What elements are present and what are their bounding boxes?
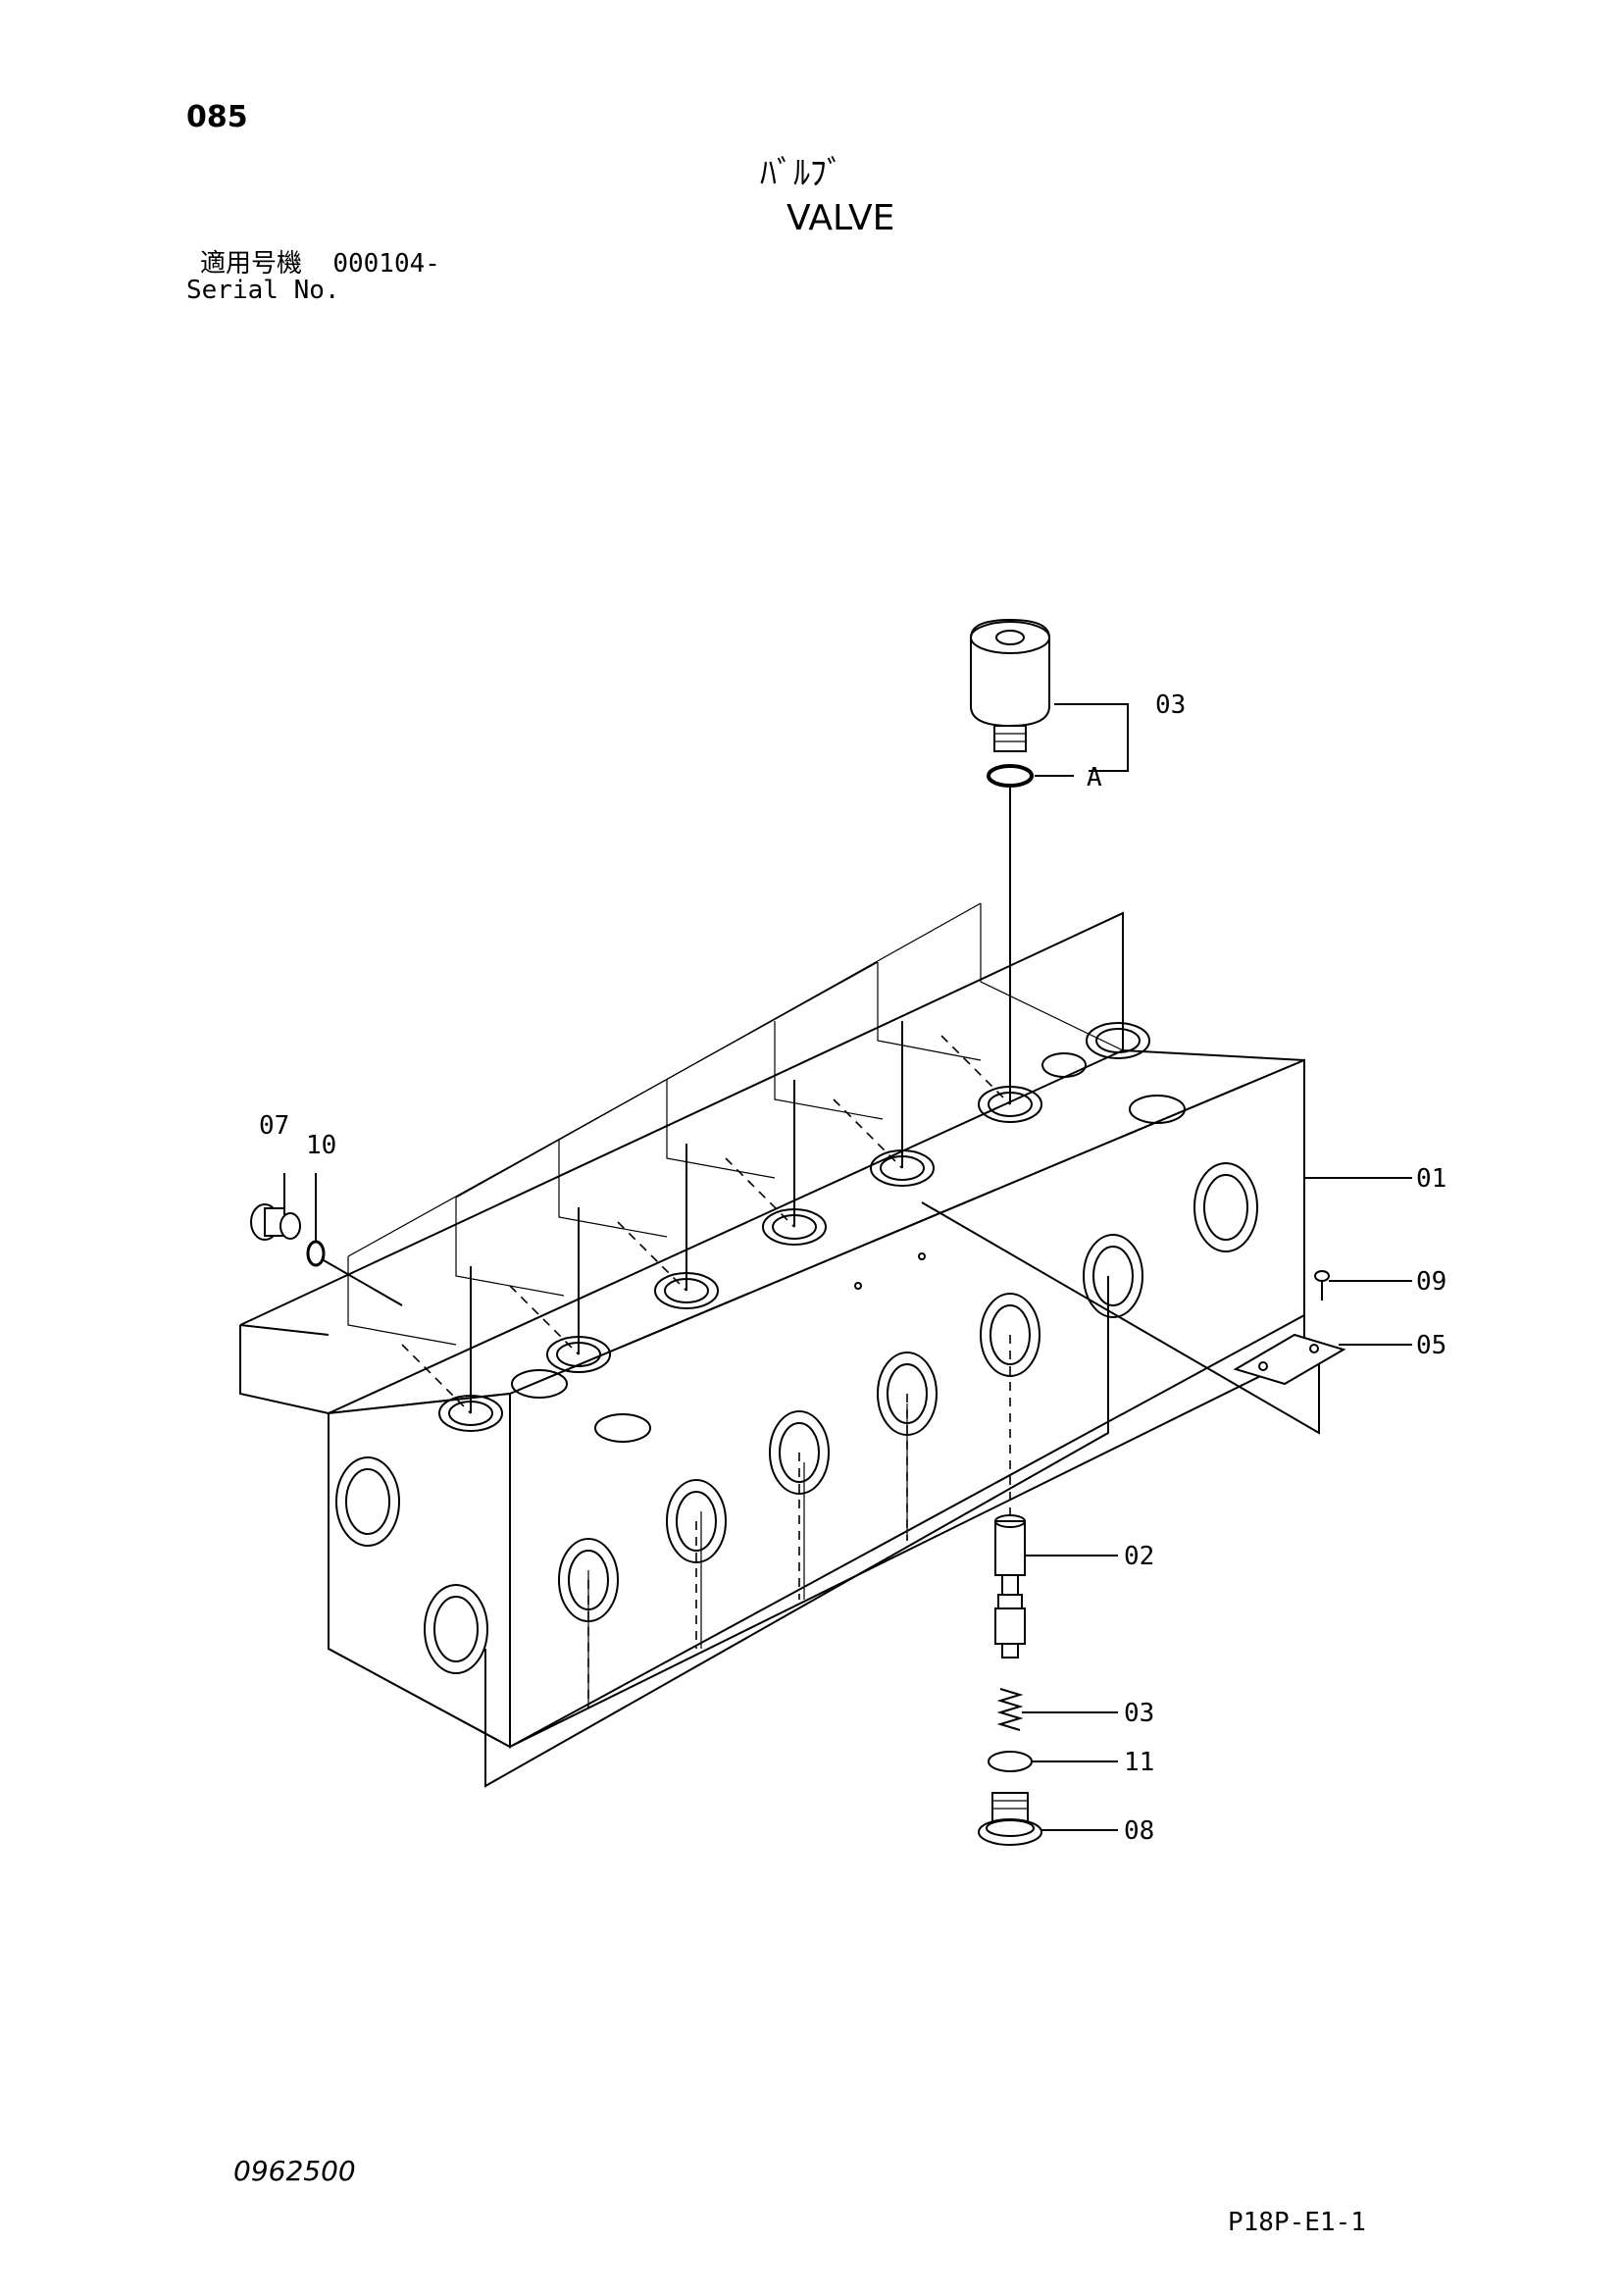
serial-label-jp: 適用号機 <box>200 249 303 279</box>
page-number: 085 <box>186 100 248 134</box>
callout-02: 02 <box>1124 1542 1154 1571</box>
plug-08 <box>978 1792 1042 1846</box>
spring-03 <box>996 1688 1024 1731</box>
plug-04 <box>970 618 1050 752</box>
callout-a: A <box>1087 763 1102 792</box>
callout-05: 05 <box>1416 1331 1446 1360</box>
document-code: P18P-E1-1 <box>1228 2208 1366 2237</box>
callout-03: 03 <box>1124 1699 1154 1728</box>
callout-08: 08 <box>1124 1816 1154 1846</box>
callout-10: 10 <box>306 1131 336 1160</box>
callout-09: 09 <box>1416 1267 1446 1297</box>
callout-07: 07 <box>259 1111 289 1141</box>
o-ring-10 <box>306 1240 326 1267</box>
name-plate-05 <box>1233 1333 1346 1386</box>
front-ports <box>335 1162 1258 1674</box>
title-japanese: ﾊﾞﾙﾌﾞ <box>760 154 843 193</box>
serial-line-japanese: 適用号機 000104- <box>200 251 440 277</box>
valve-block <box>239 786 1320 1788</box>
document-number: 0962500 <box>233 2155 356 2187</box>
plug-07 <box>250 1203 301 1241</box>
callout-11: 11 <box>1124 1748 1154 1777</box>
o-ring-11 <box>988 1751 1033 1772</box>
callout-04: 03 <box>1155 690 1186 720</box>
title-english: VALVE <box>787 198 895 238</box>
spool-02 <box>994 1514 1026 1658</box>
o-ring-a <box>987 764 1034 788</box>
serial-value: 000104- <box>332 249 440 279</box>
screw-09 <box>1314 1270 1330 1301</box>
callout-01: 01 <box>1416 1164 1446 1194</box>
serial-label-english: Serial No. <box>186 276 340 305</box>
